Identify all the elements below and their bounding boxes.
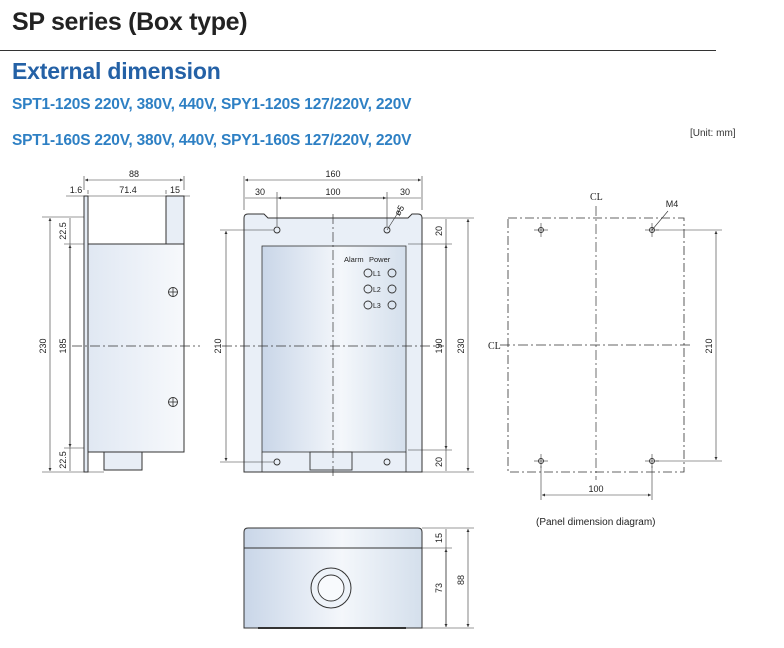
unit-note: [Unit: mm] (690, 128, 736, 139)
side-depth-label: 88 (129, 169, 139, 179)
panel-diagram: CL CL M4 100 (488, 192, 722, 500)
svg-text:CL: CL (488, 341, 501, 352)
side-view-terminal (103, 451, 143, 471)
led-row-l2: L2 (363, 284, 397, 294)
bottom-view: 15 73 88 (243, 527, 474, 629)
title-divider (0, 50, 716, 51)
bottom-body-label: 73 (434, 583, 444, 593)
front-view-terminal (309, 451, 353, 471)
bottom-lip-label: 15 (434, 533, 444, 543)
led-label-l2: L2 (373, 287, 381, 294)
panel-pitch-y-label: 210 (704, 338, 714, 353)
centerline-icon: CL (590, 192, 603, 203)
front-top-offset-label: 20 (434, 226, 444, 236)
panel-pitch-x-label: 100 (588, 484, 603, 494)
model-line-120s: SPT1-120S 220V, 380V, 440V, SPY1-120S 12… (12, 96, 412, 113)
side-flange-label: 1.6 (70, 185, 83, 195)
front-inner-label: 190 (434, 338, 444, 353)
bottom-overall-label: 88 (456, 575, 466, 585)
led-row-l3: L3 (363, 300, 397, 310)
front-right-margin-label: 30 (400, 187, 410, 197)
side-body-label: 71.4 (119, 185, 137, 195)
page-title: SP series (Box type) (12, 8, 248, 36)
side-height-label: 230 (38, 338, 48, 353)
screw-icon (168, 397, 178, 407)
side-top-offset-label: 22.5 (58, 222, 68, 240)
side-view-flange (83, 195, 89, 473)
centerline-icon: CL (488, 341, 501, 352)
front-view: ø5 Alarm Power L1 L2 L3 160 30 100 30 (213, 169, 474, 476)
model-line-160s: SPT1-160S 220V, 380V, 440V, SPY1-160S 12… (12, 132, 412, 149)
led-label-l1: L1 (373, 271, 381, 278)
alarm-led-icon (363, 268, 373, 278)
led-row-l1: L1 (363, 268, 397, 278)
side-lip-label: 15 (170, 185, 180, 195)
front-bottom-offset-label: 20 (434, 457, 444, 467)
front-left-margin-label: 30 (255, 187, 265, 197)
power-label: Power (369, 255, 391, 264)
cable-gland-icon (310, 567, 352, 609)
front-height-label: 230 (456, 338, 466, 353)
svg-text:CL: CL (590, 192, 603, 203)
side-inner-height-label: 185 (58, 338, 68, 353)
tapped-hole-icon (534, 454, 548, 468)
front-hole-pitch-label: 100 (325, 187, 340, 197)
led-label-l3: L3 (373, 303, 381, 310)
section-title: External dimension (12, 58, 221, 84)
alarm-led-icon (363, 284, 373, 294)
power-led-icon (387, 284, 397, 294)
side-view: 88 1.6 71.4 15 230 185 22.5 22.5 (38, 169, 200, 473)
front-width-label: 160 (325, 169, 340, 179)
side-view-lip (165, 195, 185, 245)
panel-diagram-caption: (Panel dimension diagram) (536, 517, 656, 528)
mounting-hole-icon (383, 226, 391, 234)
side-view-body (83, 243, 185, 453)
thread-label: M4 (666, 199, 679, 209)
mounting-hole-icon (383, 458, 391, 466)
tapped-hole-icon (534, 223, 548, 237)
screw-icon (168, 287, 178, 297)
power-led-icon (387, 300, 397, 310)
alarm-label: Alarm (344, 255, 364, 264)
side-bottom-offset-label: 22.5 (58, 451, 68, 469)
front-view-cover (261, 245, 407, 453)
front-hole-span-label: 210 (213, 338, 223, 353)
front-hole-dia-label: ø5 (392, 203, 406, 217)
alarm-led-icon (363, 300, 373, 310)
power-led-icon (387, 268, 397, 278)
